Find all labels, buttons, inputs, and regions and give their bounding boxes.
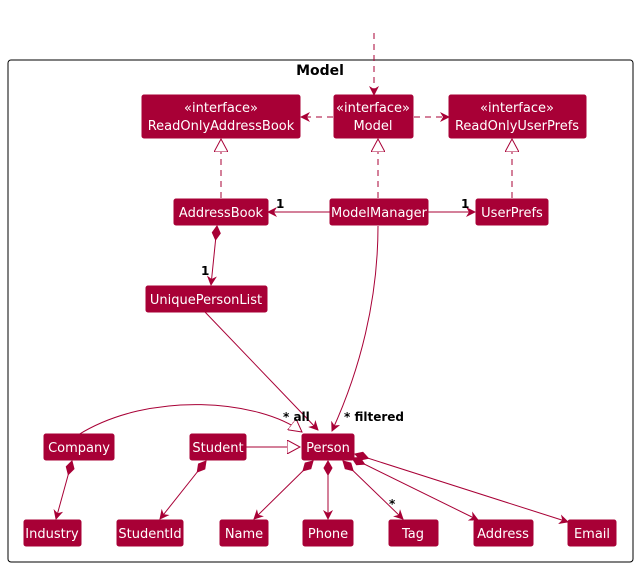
mult-manager-userprefs: 1 [461,197,469,211]
class-industry[interactable]: Industry [23,519,82,547]
class-person[interactable]: Person [301,433,355,461]
edge-company-person [77,404,302,436]
mult-person-all: * all [283,410,310,424]
class-phone[interactable]: Phone [302,519,354,547]
class-user-prefs[interactable]: UserPrefs [475,198,549,226]
svg-text:Tag: Tag [401,527,424,542]
svg-text:ReadOnlyAddressBook: ReadOnlyAddressBook [148,119,295,134]
edge-uniquepersonlist-person [204,311,319,431]
svg-text:Model: Model [353,119,392,134]
svg-text:«interface»: «interface» [336,101,410,116]
svg-text:Phone: Phone [308,527,348,542]
class-email[interactable]: Email [567,519,617,547]
mult-manager-addressbook: 1 [276,197,284,211]
class-tag[interactable]: Tag [388,519,439,547]
class-student-id[interactable]: StudentId [116,519,184,547]
edge-addressbook-uniquepersonlist [206,224,221,286]
class-company[interactable]: Company [43,433,115,461]
class-read-only-address-book[interactable]: «interface» ReadOnlyAddressBook [141,94,301,139]
svg-text:ReadOnlyUserPrefs: ReadOnlyUserPrefs [455,119,579,134]
svg-text:Address: Address [477,527,529,542]
class-name[interactable]: Name [219,519,269,547]
edges [53,33,569,525]
svg-text:Person: Person [306,441,350,456]
svg-text:UserPrefs: UserPrefs [481,206,543,221]
svg-text:«interface»: «interface» [184,101,258,116]
mult-addressbook-list: 1 [201,264,209,278]
svg-text:UniquePersonList: UniquePersonList [150,293,262,308]
svg-text:StudentId: StudentId [118,527,181,542]
package-title: Model [296,63,344,79]
svg-text:«interface»: «interface» [480,101,554,116]
mult-person-tag: * [389,497,396,511]
class-model-manager[interactable]: ModelManager [329,198,429,226]
edge-person-name [253,460,314,520]
class-unique-person-list[interactable]: UniquePersonList [145,285,268,313]
svg-text:Student: Student [192,441,243,456]
mult-person-filtered: * filtered [344,410,404,424]
class-address[interactable]: Address [473,519,534,547]
svg-text:AddressBook: AddressBook [179,206,264,221]
svg-text:ModelManager: ModelManager [331,206,428,221]
edge-person-address [351,456,479,521]
svg-text:Industry: Industry [25,527,79,542]
class-read-only-user-prefs[interactable]: «interface» ReadOnlyUserPrefs [448,94,587,139]
class-address-book[interactable]: AddressBook [173,198,269,226]
multiplicities: 1 1 1 * all * filtered * [201,197,469,511]
package-model: Model [7,59,634,563]
svg-text:Email: Email [574,527,610,542]
edge-person-email [354,451,569,525]
edge-modelmanager-person [331,225,379,432]
svg-text:Company: Company [48,441,110,456]
edge-company-industry [53,460,75,520]
edge-student-studentid [159,460,207,520]
class-student[interactable]: Student [189,433,247,461]
svg-text:Name: Name [225,527,263,542]
class-model[interactable]: «interface» Model [333,94,414,139]
